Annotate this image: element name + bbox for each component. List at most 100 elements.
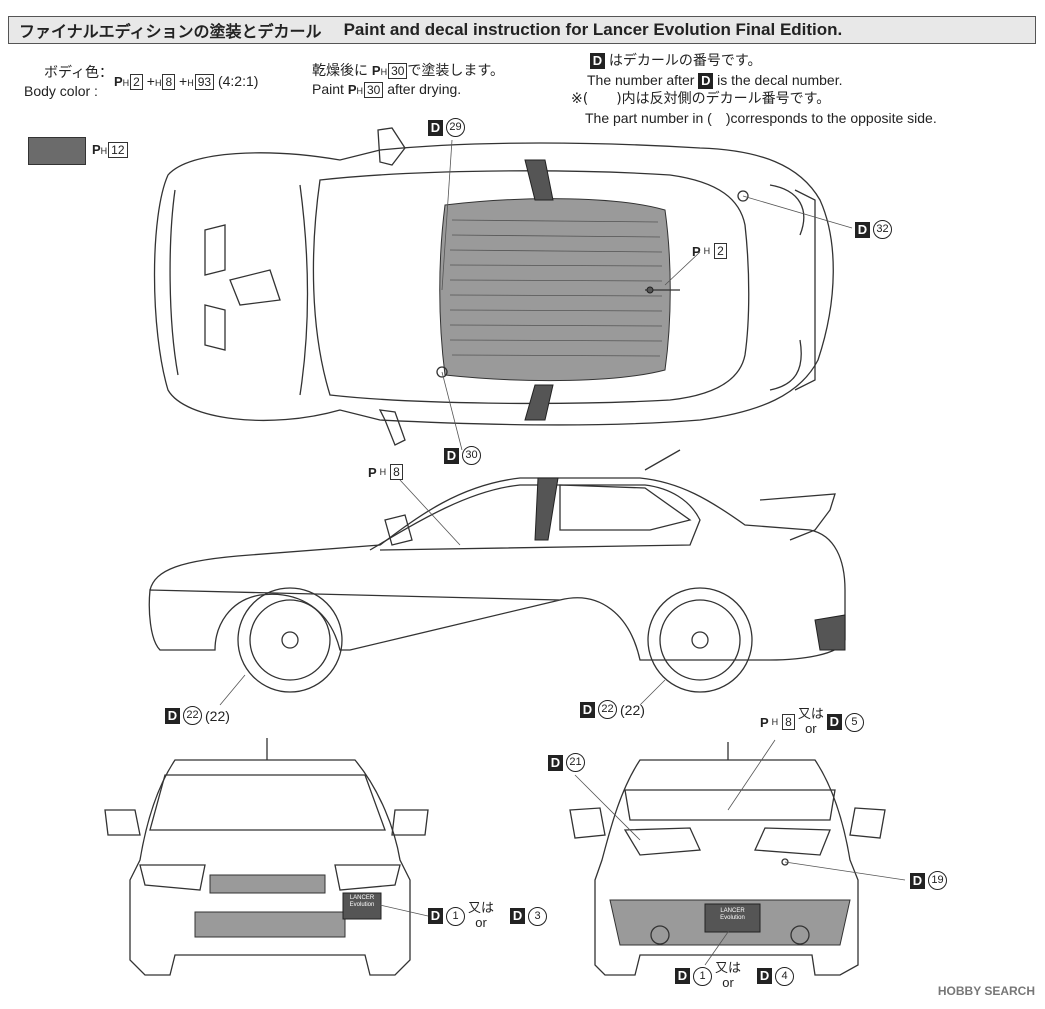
decal-marker: D	[675, 968, 690, 984]
decal-marker: D	[698, 73, 714, 90]
decal-number: 29	[446, 118, 465, 137]
rear-plate: LANCER Evolution	[710, 908, 755, 922]
front-plate: LANCER Evolution	[345, 895, 379, 909]
decal-number: 30	[462, 446, 481, 465]
decal-number: 1	[693, 966, 712, 986]
plate-line2: Evolution	[720, 915, 745, 921]
paint-sub: H	[100, 146, 108, 156]
plate-line1: LANCER	[349, 895, 375, 901]
paint-sub: H	[356, 86, 363, 96]
decal-number: 4	[775, 966, 795, 986]
decal-marker: D	[910, 872, 925, 889]
paint-sub: H	[380, 67, 388, 77]
drying-en-post: after drying.	[387, 81, 462, 97]
drying-jp-pre: 乾燥後に	[312, 63, 368, 79]
drying-jp-post: で塗装します。	[407, 63, 505, 79]
paint-marker: P	[347, 82, 357, 97]
decal-marker: D	[428, 908, 443, 924]
plate-line2: Evolution	[349, 902, 375, 908]
paint-number: 30	[388, 63, 408, 80]
paint-marker: P	[92, 142, 101, 157]
or-jp: 又は	[797, 707, 824, 722]
decal-marker: D	[548, 754, 563, 771]
or-en: or	[805, 721, 817, 736]
paint-number: 30	[363, 82, 384, 99]
note-opposite-en: The part number in ( )corresponds to the…	[585, 110, 937, 126]
decal-number: 1	[446, 906, 465, 926]
top-view-car	[153, 127, 853, 451]
note-decal-jp: D はデカールの番号です。	[590, 51, 762, 71]
paint-sub: H	[122, 78, 130, 88]
decal-marker: D	[165, 707, 180, 724]
paint-number: 8	[390, 464, 403, 480]
decal-marker: D	[428, 119, 443, 136]
decal-marker: D	[826, 714, 842, 730]
decal-marker: D	[855, 221, 870, 238]
paint-sub: H	[187, 78, 194, 88]
paint-marker: P	[692, 243, 701, 259]
decal-marker: D	[444, 447, 459, 464]
paint-marker: P	[760, 714, 769, 730]
body-color-label-jp: ボディ色：	[44, 65, 114, 81]
paint-number: 12	[108, 142, 128, 159]
mix-ratio: (4:2:1)	[217, 73, 259, 89]
decal-number: 19	[928, 871, 947, 890]
note-decal-jp-text: はデカールの番号です。	[608, 53, 762, 69]
decal-number: 3	[528, 906, 548, 926]
paint-number: 2	[714, 243, 727, 259]
paint-sub: H	[703, 246, 711, 256]
or-en: or	[722, 975, 734, 990]
title-japanese: ファイナルエディションの塗装とデカール	[19, 22, 322, 41]
page-header: ファイナルエディションの塗装とデカール Paint and decal inst…	[8, 16, 1036, 44]
paint-number: 93	[194, 74, 215, 91]
paint-sub: H	[379, 467, 387, 477]
paint-number: 8	[162, 74, 176, 91]
decal-number: 22	[598, 700, 617, 719]
note-decal-en-pre: The number after	[587, 72, 695, 88]
or-jp: 又は	[715, 961, 742, 976]
decal-marker: D	[757, 968, 773, 984]
rear-view-car	[569, 739, 906, 976]
paint-sub: H	[154, 78, 162, 88]
decal-number: 21	[566, 753, 585, 772]
paint-marker: P	[114, 74, 123, 89]
or-jp: 又は	[468, 901, 495, 916]
body-color-label-en: Body color :	[24, 83, 98, 99]
decal-marker: D	[590, 53, 605, 70]
decal-number: 22	[183, 706, 202, 725]
note-decal-en: The number after D is the decal number.	[587, 71, 842, 90]
paint-swatch	[28, 137, 86, 165]
watermark: HOBBY SEARCH	[937, 984, 1035, 998]
drying-en-pre: Paint	[312, 81, 344, 97]
note-decal-en-post: is the decal number.	[717, 72, 843, 88]
note-opposite-jp: ※( )内は反対側のデカール番号です。	[571, 91, 831, 107]
paint-marker: P	[368, 464, 377, 480]
paint-number: 2	[130, 74, 143, 91]
decal-number: 5	[844, 712, 864, 732]
decal-marker: D	[510, 908, 526, 924]
decal-opposite: (22)	[205, 707, 230, 724]
decal-number: 32	[873, 220, 892, 239]
side-view-car	[148, 449, 846, 706]
paint-marker: P	[371, 63, 381, 78]
or-en: or	[475, 915, 487, 930]
front-view-car	[104, 738, 429, 976]
decal-marker: D	[580, 701, 595, 718]
paint-sub: H	[771, 717, 779, 727]
